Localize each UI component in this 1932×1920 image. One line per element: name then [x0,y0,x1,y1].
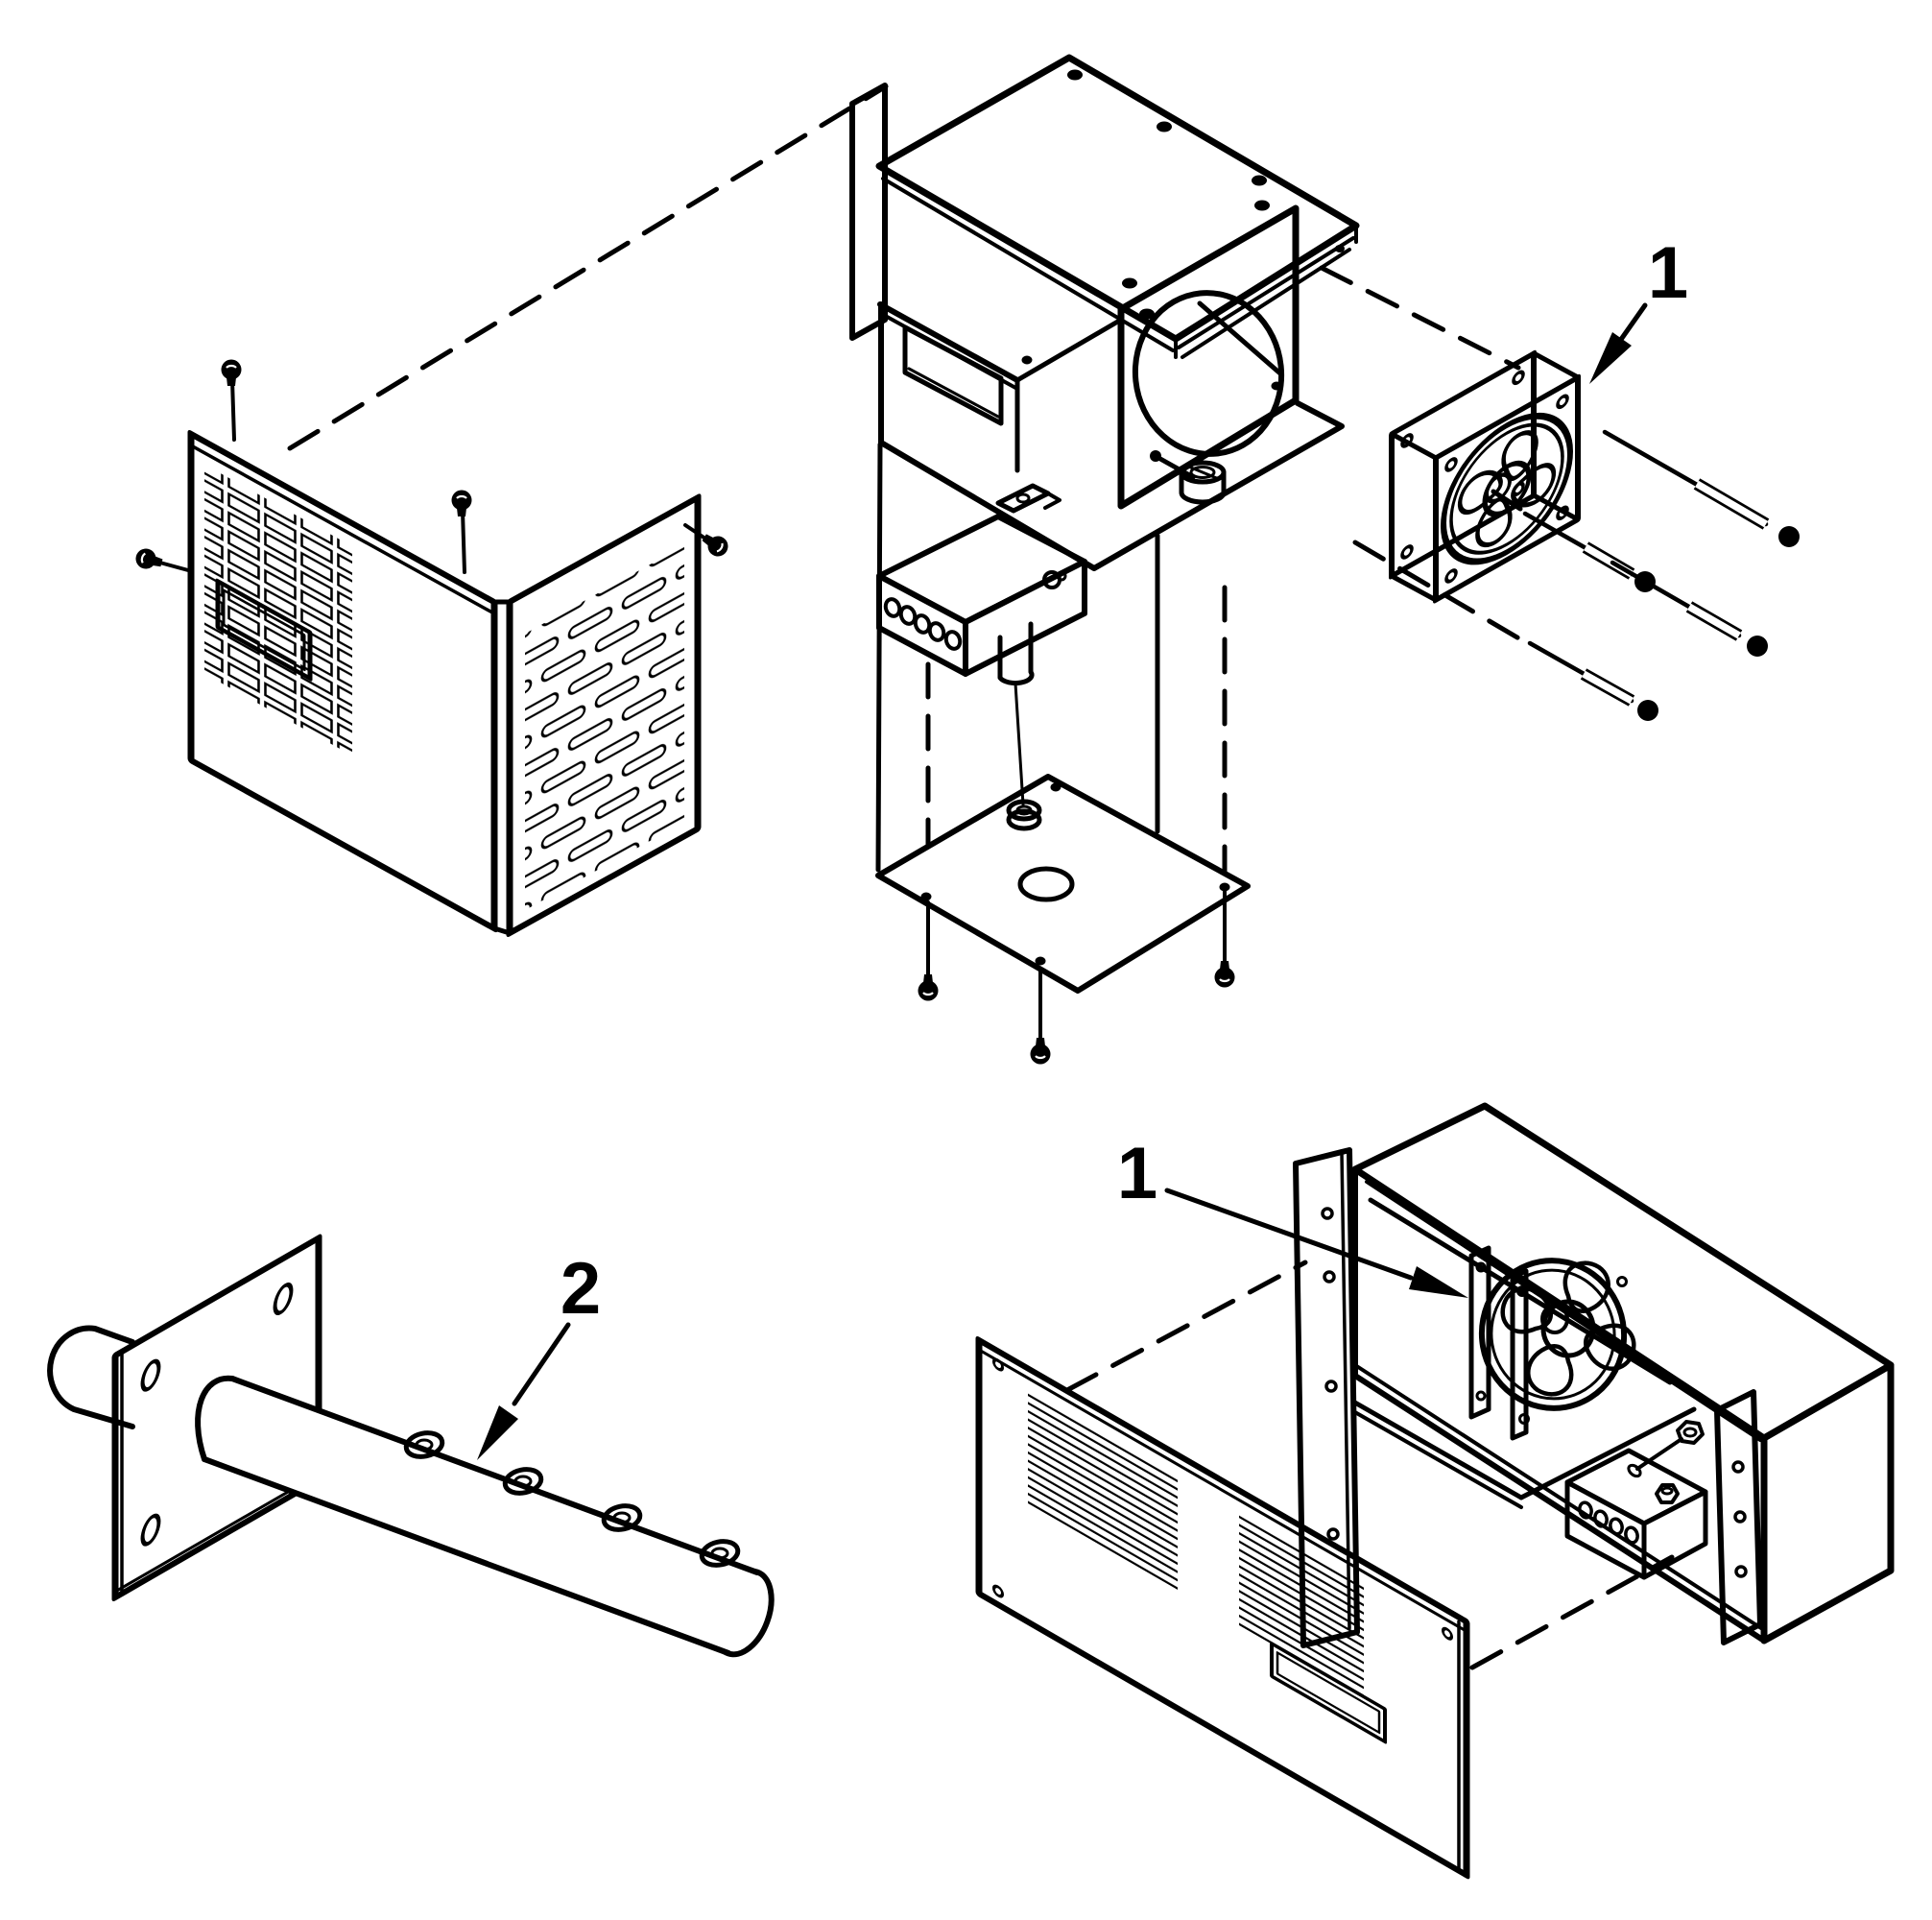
valve-knob-hole [883,597,902,618]
center-hole [1017,866,1075,902]
louver-grid [204,464,352,756]
mounting-hole [273,1282,294,1315]
fan-assembled [1468,1245,1635,1425]
assembled-heater-figure: 1 [975,1102,1895,1880]
callout-leader [1164,1188,1414,1281]
oval-louver-slots [525,545,684,911]
fan-front-frame [1433,373,1581,604]
fan-hub [1482,460,1532,517]
arrowhead-icon [477,1405,518,1460]
front-cover-panel-exploded [132,84,889,938]
bolt [1610,560,1768,657]
burner-inlet-stub [47,1325,135,1429]
fan-hub [1540,1299,1596,1358]
mounting-hole [140,1358,161,1392]
screw-hole [1021,355,1033,365]
arrowhead-icon [1409,1266,1468,1298]
bolt [1527,640,1658,721]
burner-flange-plate [111,1234,322,1602]
arrowhead-icon [1589,332,1632,384]
louver-block [1028,1391,1178,1593]
valve-knob-hole [913,613,932,635]
orifice-fittings [403,1430,741,1568]
callout-1-assembled: 1 [1117,1133,1468,1298]
fan-opening [1132,290,1285,457]
callout-leader [512,1322,571,1406]
fan-assembly-exploded: 1 [1389,232,1800,721]
alignment-dashed-leader [287,84,889,451]
callout-1b-label: 1 [1117,1133,1157,1214]
valve-stem [997,621,1035,686]
housing-left-flange [849,83,888,341]
fan-ring [1441,412,1573,565]
valve-knob-hole [1609,1517,1624,1536]
grommet-bushing [1150,450,1227,505]
valve-knob-hole [1624,1525,1639,1545]
fan-alignment-dashed [1319,265,1521,371]
alignment-dashed-leader [1064,1260,1308,1393]
bolt-hex-head [1676,1420,1705,1445]
valve-knob-hole [927,621,946,642]
mounting-hole [140,1513,161,1547]
interior-assembly [1350,1197,1763,1645]
housing-top-plate [875,54,1360,359]
valve-knob-hole [1593,1509,1609,1528]
callout-2-label: 2 [561,1248,601,1330]
screw-hole [1271,381,1282,391]
fan-alignment-dashed [1352,540,1525,643]
housing-bay [877,301,1124,473]
bolt [1602,429,1800,547]
fan-mounting-bolts [1522,429,1800,721]
housing-bottom-apron [878,400,1345,571]
callout-1-label: 1 [1648,232,1688,314]
alignment-dashed-leader [1469,1554,1675,1670]
front-cover-side-face [506,493,702,938]
rating-label [1270,1641,1387,1744]
hex-nut [1655,1483,1680,1504]
valve-knob-hole [1578,1500,1593,1520]
wall-can-right-flange [1714,1389,1763,1645]
nameplate-slot [215,578,313,682]
valve-knob-hole [898,605,918,626]
callout-2: 2 [477,1248,601,1460]
louver-block [1239,1513,1364,1701]
assembled-front-grille [975,1335,1470,1880]
screw-icon [1150,450,1161,462]
valve-knob-hole [943,630,963,651]
burner-tube [195,1375,775,1658]
housing-bottom-plate [875,774,1251,1066]
fan-frame-edge [1468,1245,1491,1420]
flange-nut [1015,804,1033,816]
gas-valve [876,483,1087,831]
heater-housing-exploded [849,54,1525,1066]
burner-tube-figure: 2 [47,1234,775,1658]
bay-slot-opening [902,324,1004,426]
valve-assembled [1564,1420,1708,1580]
callout-1-exploded: 1 [1589,232,1688,384]
cover-mounting-screws [132,358,733,574]
